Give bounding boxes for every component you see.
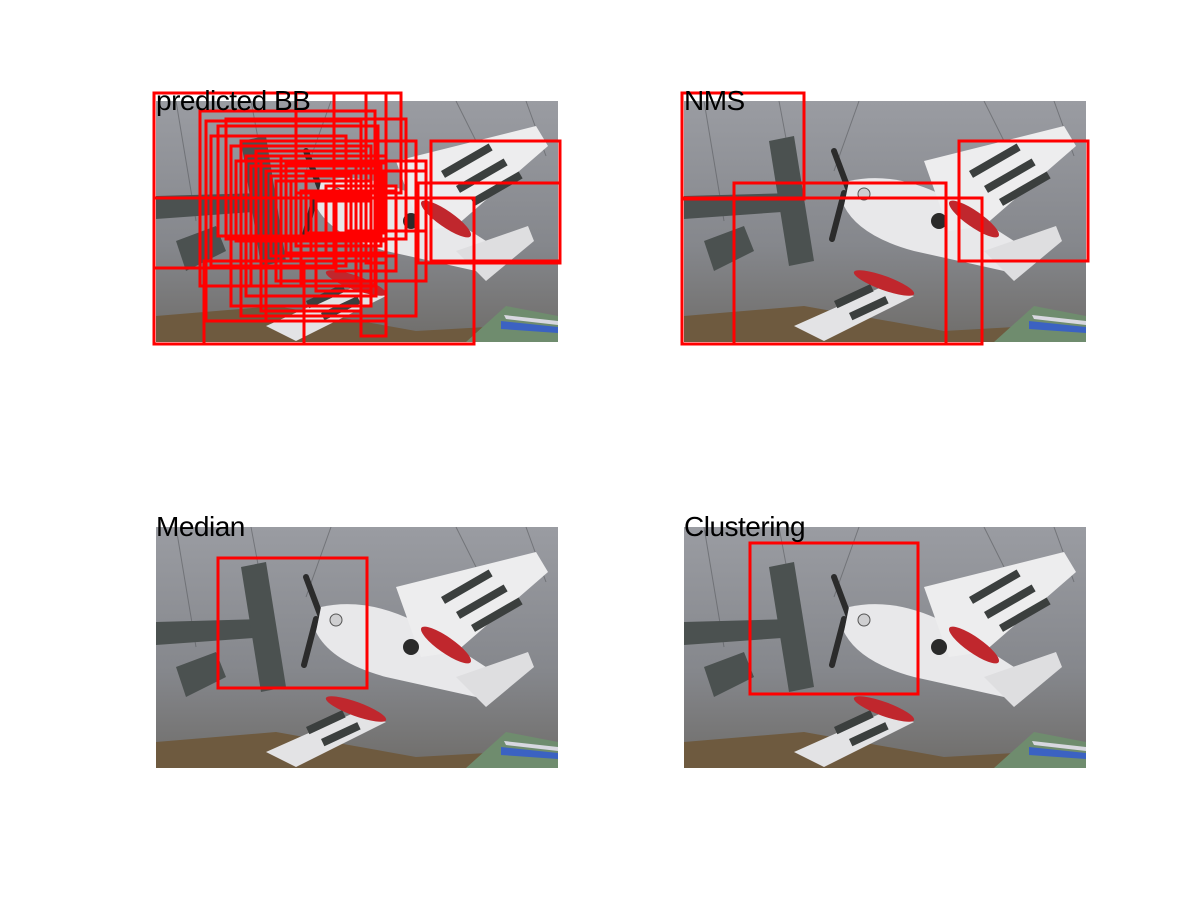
bounding-box: [216, 556, 369, 690]
bounding-box-layer: [680, 91, 1090, 346]
bounding-box: [216, 124, 380, 238]
bounding-box: [152, 196, 476, 346]
bounding-box-layer: [152, 91, 562, 346]
panel-clustering: Clustering: [684, 511, 1086, 768]
bounding-box: [957, 139, 1090, 263]
bounding-box: [732, 181, 948, 346]
panel-title: Median: [156, 511, 245, 542]
panel-predicted-bb: predicted BB: [152, 85, 562, 346]
bounding-box: [294, 91, 403, 195]
panel-nms: NMS: [680, 85, 1090, 346]
bounding-box: [314, 199, 373, 293]
bounding-box: [748, 541, 920, 696]
bounding-box: [416, 181, 562, 265]
bounding-box: [354, 159, 428, 283]
panel-title: NMS: [684, 85, 745, 116]
bounding-box: [202, 259, 306, 346]
panel-title: Clustering: [684, 511, 806, 542]
bounding-box: [429, 139, 562, 263]
bounding-box-layer: [216, 556, 369, 690]
panel-title: predicted BB: [156, 85, 311, 116]
bounding-box: [239, 139, 418, 318]
panel-median: Median: [156, 511, 558, 768]
bounding-box: [680, 196, 984, 346]
bounding-box: [294, 164, 383, 248]
aircraft-photo: [156, 527, 558, 768]
bounding-box-layer: [748, 541, 920, 696]
bounding-box: [152, 91, 336, 270]
